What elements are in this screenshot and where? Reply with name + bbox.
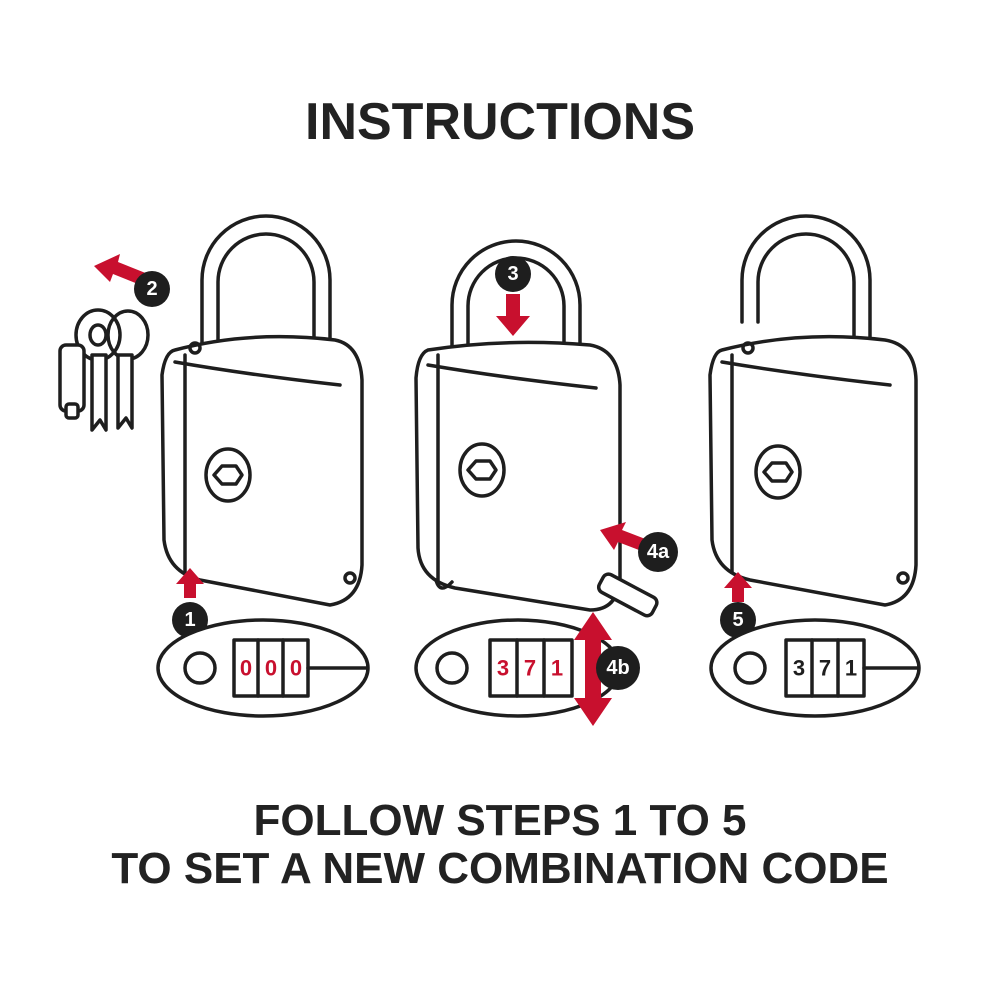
footer-line-1: FOLLOW STEPS 1 TO 5 xyxy=(253,796,747,845)
dial-digit: 0 xyxy=(240,656,252,681)
lock-body xyxy=(708,334,918,607)
step-4a-arrow xyxy=(600,522,648,552)
brand-logo-icon xyxy=(458,442,506,498)
dial-digit: 7 xyxy=(524,656,536,681)
step-1-arrow xyxy=(176,568,204,598)
page-title: INSTRUCTIONS xyxy=(305,93,695,151)
dial-digit: 3 xyxy=(793,656,805,681)
step-5-badge: 5 xyxy=(720,602,756,638)
step-2-arrow xyxy=(94,254,148,286)
svg-text:3: 3 xyxy=(507,263,518,285)
svg-text:2: 2 xyxy=(146,278,157,300)
dial-digit: 0 xyxy=(265,656,277,681)
shackle xyxy=(200,214,332,374)
keys-icon xyxy=(58,308,150,432)
dial-digit: 1 xyxy=(845,656,857,681)
padlock-panel-1: 2 1 0 0 0 xyxy=(58,214,370,718)
combination-tag-1: 0 0 0 xyxy=(156,618,370,718)
dial-digit: 1 xyxy=(551,656,563,681)
step-4b-badge: 4b xyxy=(596,646,640,690)
step-5-arrow xyxy=(724,572,752,602)
svg-text:1: 1 xyxy=(184,609,195,631)
brand-logo-icon xyxy=(754,444,802,500)
dial-digit: 7 xyxy=(819,656,831,681)
combination-tag-3: 3 7 1 xyxy=(709,618,921,718)
footer-line-2: TO SET A NEW COMBINATION CODE xyxy=(111,844,889,893)
step-3-badge: 3 xyxy=(495,256,531,292)
step-4b-arrow xyxy=(574,612,612,726)
padlock-panel-2: 3 4a 3 7 1 4b xyxy=(414,239,678,726)
step-3-arrow xyxy=(496,294,530,336)
step-4a-badge: 4a xyxy=(638,532,678,572)
svg-text:4a: 4a xyxy=(647,541,670,563)
svg-text:4b: 4b xyxy=(606,657,629,679)
dial-digit: 3 xyxy=(497,656,509,681)
padlock-panel-3: 5 3 7 1 xyxy=(708,214,921,718)
shackle xyxy=(450,239,582,374)
svg-text:5: 5 xyxy=(732,609,743,631)
dial-digit: 0 xyxy=(290,656,302,681)
lock-body xyxy=(160,334,364,607)
lock-body xyxy=(414,340,622,612)
key-inserted-icon xyxy=(596,572,659,618)
brand-logo-icon xyxy=(204,447,252,503)
shackle xyxy=(740,214,872,374)
step-2-badge: 2 xyxy=(134,271,170,307)
